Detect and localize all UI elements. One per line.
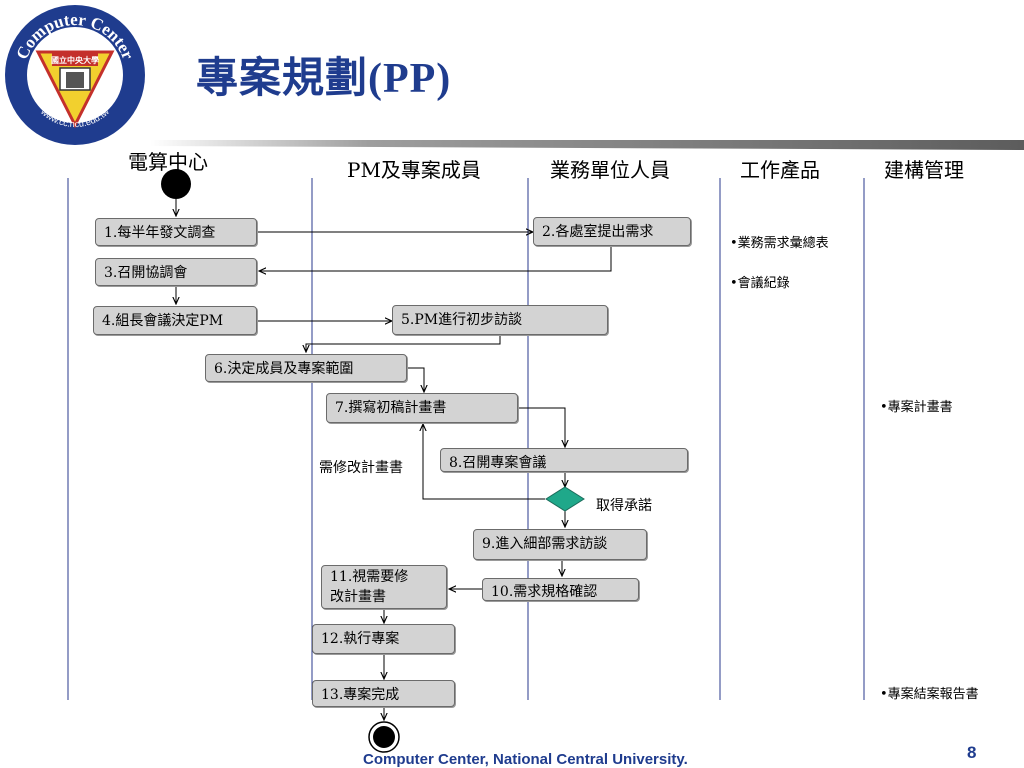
step-10-box: 10.需求規格確認 bbox=[482, 578, 639, 601]
logo-ring-bottom: www.cc.ncu.edu.tw bbox=[38, 106, 111, 129]
step-11-box: 11.視需要修 改計畫書 bbox=[321, 565, 447, 609]
config-project-plan: •專案計畫書 bbox=[880, 400, 953, 415]
lane-header-config-mgmt: 建構管理 bbox=[884, 158, 964, 182]
lane-header-business-staff: 業務單位人員 bbox=[550, 158, 670, 182]
svg-text:www.cc.ncu.edu.tw: www.cc.ncu.edu.tw bbox=[38, 106, 111, 129]
step-4-box: 4.組長會議決定PM bbox=[93, 306, 257, 335]
step-9-box: 9.進入細部需求訪談 bbox=[473, 529, 647, 560]
page-title: 專案規劃(PP) bbox=[196, 56, 452, 102]
logo-ring-top: Computer Center bbox=[12, 10, 137, 63]
step-3-box: 3.召開協調會 bbox=[95, 258, 257, 286]
step-5-box: 5.PM進行初步訪談 bbox=[392, 305, 608, 335]
step-11-line-2: 改計畫書 bbox=[330, 589, 386, 605]
step-6-box: 6.決定成員及專案範圍 bbox=[205, 354, 407, 382]
lane-header-work-products: 工作產品 bbox=[740, 158, 820, 182]
lane-header-computer-center: 電算中心 bbox=[128, 150, 208, 174]
step-8-box: 8.召開專案會議 bbox=[440, 448, 688, 472]
step-1-box: 1.每半年發文調查 bbox=[95, 218, 257, 246]
decision-diamond bbox=[545, 486, 585, 512]
work-product-requirements-summary: •業務需求彙總表 bbox=[730, 236, 829, 251]
logo-text: Computer Center www.cc.ncu.edu.tw 國立中央大學 bbox=[12, 10, 137, 129]
step-11-line-1: 11.視需要修 bbox=[330, 569, 409, 585]
step-7-box: 7.撰寫初稿計畫書 bbox=[326, 393, 518, 423]
svg-text:Computer Center: Computer Center bbox=[12, 10, 137, 63]
decision-no-label: 需修改計畫書 bbox=[319, 460, 403, 476]
connectors bbox=[176, 199, 612, 720]
step-13-box: 13.專案完成 bbox=[312, 680, 455, 707]
footer-text: Computer Center, National Central Univer… bbox=[363, 751, 688, 768]
config-closure-report: •專案結案報告書 bbox=[880, 687, 979, 702]
lane-header-pm-members: PM及專案成員 bbox=[347, 158, 481, 182]
logo bbox=[5, 5, 145, 145]
end-node bbox=[368, 721, 400, 753]
start-node bbox=[161, 169, 191, 199]
decision-yes-label: 取得承諾 bbox=[596, 498, 652, 514]
work-product-meeting-minutes: •會議紀錄 bbox=[730, 276, 790, 291]
page-number: 8 bbox=[967, 743, 977, 762]
logo-emblem-text: 國立中央大學 bbox=[51, 55, 99, 65]
step-2-box: 2.各處室提出需求 bbox=[533, 217, 691, 246]
step-12-box: 12.執行專案 bbox=[312, 624, 455, 654]
header-bar bbox=[150, 140, 1024, 150]
